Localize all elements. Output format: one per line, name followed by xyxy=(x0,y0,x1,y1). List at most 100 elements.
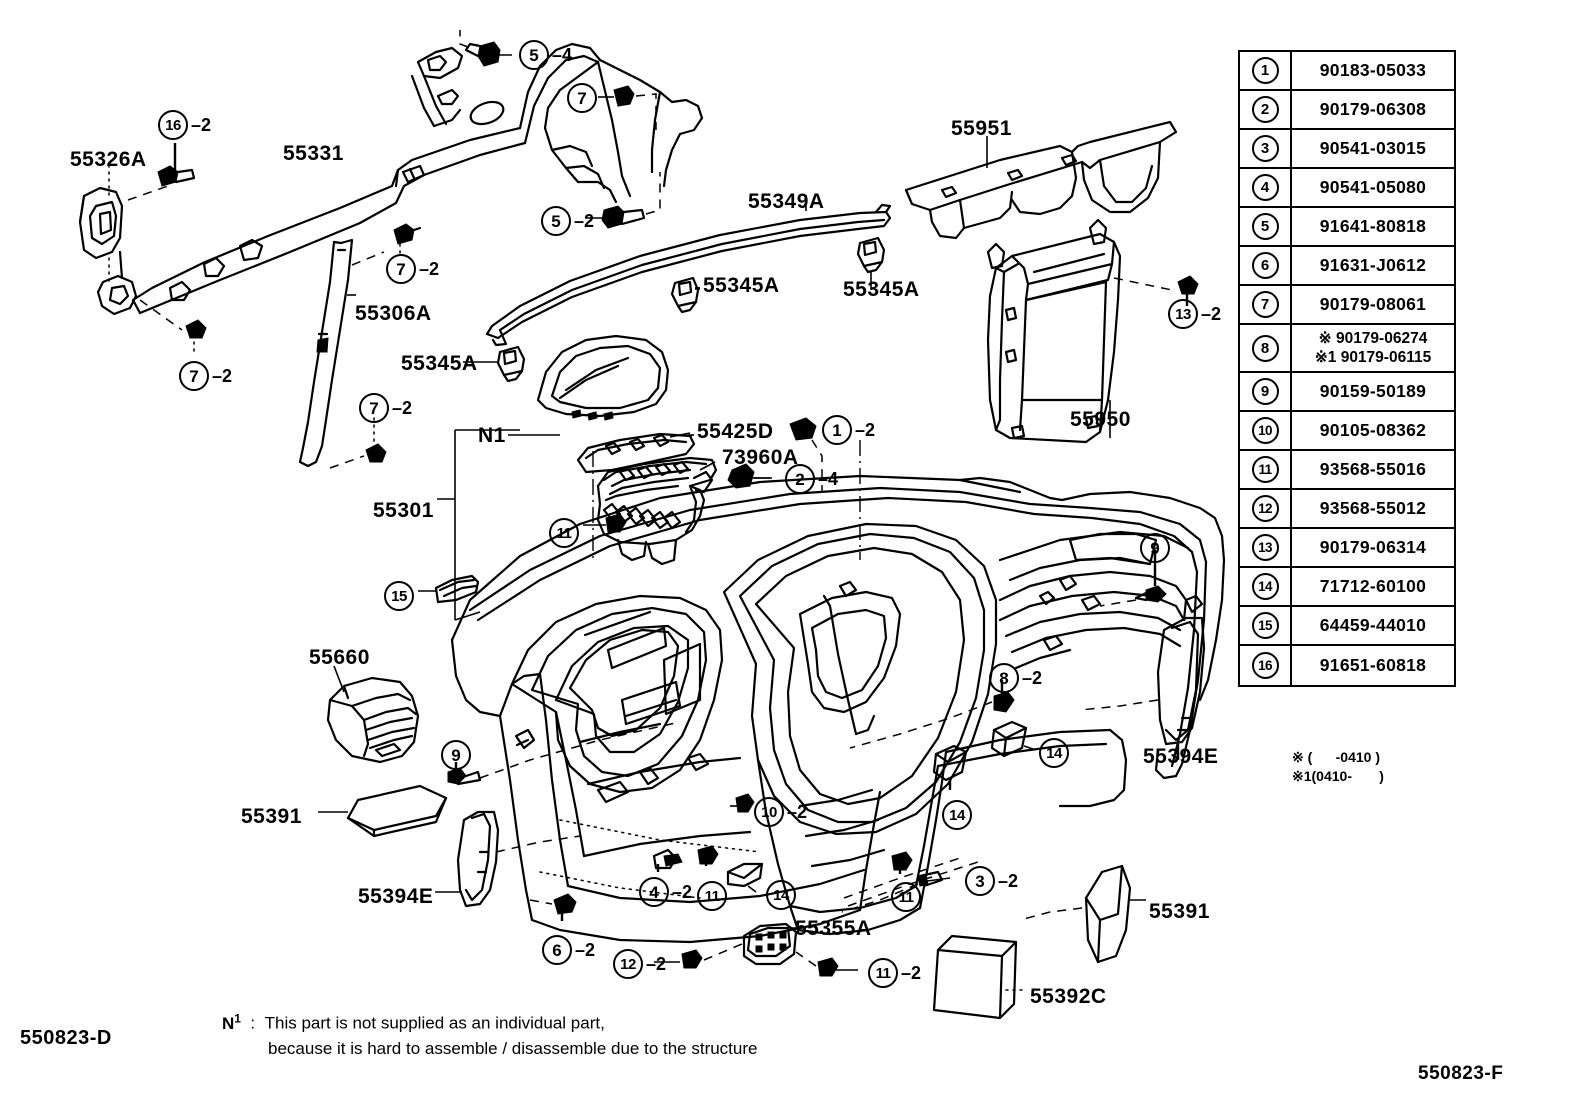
part-14-a xyxy=(992,722,1026,756)
callout-qty: –2 xyxy=(419,258,440,279)
dot-assembly-3 xyxy=(560,820,760,852)
fastener-9-b xyxy=(448,768,480,784)
part-55326A-bracket xyxy=(80,188,136,314)
fastener-6-2 xyxy=(554,894,576,914)
callout-qty: –2 xyxy=(855,419,876,440)
row-number: 2 xyxy=(1251,96,1279,123)
part-label-55349A: 55349A xyxy=(748,190,825,213)
dash-5-2 xyxy=(646,172,660,214)
callout-7-top: 7 xyxy=(567,83,600,113)
callout-number: 10 xyxy=(754,797,784,827)
part-label-55306A: 55306A xyxy=(355,302,432,325)
row-number: 11 xyxy=(1251,456,1279,483)
part-14-b xyxy=(934,746,966,780)
callout-14-b: 14 xyxy=(942,800,975,830)
part-number: 90105-08362 xyxy=(1319,420,1427,440)
callout-12-2: 12–2 xyxy=(613,949,666,979)
fastener-11-b xyxy=(698,846,718,864)
row-partno-cell: 90179-08061 xyxy=(1292,286,1454,323)
callout-number: 4 xyxy=(639,877,669,907)
part-55425D-louver xyxy=(578,434,694,472)
fastener-13 xyxy=(1178,276,1198,294)
part-55355A xyxy=(744,924,796,964)
row-index-cell: 4 xyxy=(1240,169,1292,206)
callout-1-2: 1–2 xyxy=(822,415,875,445)
n1-note-colon: : xyxy=(245,1013,265,1033)
callout-number: 7 xyxy=(359,393,389,423)
part-label-55391-1: 55391 xyxy=(241,805,302,828)
part-number: 93568-55012 xyxy=(1319,498,1427,518)
callout-number: 9 xyxy=(441,740,471,770)
part-label-55345A-2: 55345A xyxy=(843,278,920,301)
callout-11-c: 11 xyxy=(891,882,924,912)
row-partno-cell: ※ 90179-06274※1 90179-06115 xyxy=(1292,325,1454,371)
callout-qty: –4 xyxy=(818,468,839,489)
table-row: 8※ 90179-06274※1 90179-06115 xyxy=(1240,325,1454,373)
callout-number: 7 xyxy=(567,83,597,113)
callout-qty: –4 xyxy=(552,44,573,65)
part-number: 71712-60100 xyxy=(1319,576,1427,596)
part-15-clip xyxy=(436,576,478,602)
part-label-55301: 55301 xyxy=(373,499,434,522)
callout-number: 14 xyxy=(1039,738,1069,768)
row-number: 1 xyxy=(1251,57,1279,84)
callout-qty: –2 xyxy=(646,953,667,974)
table-footnote: ※ ( -0410 ) ※1(0410- ) xyxy=(1292,749,1384,784)
row-number: 15 xyxy=(1251,612,1279,639)
part-number: 90541-03015 xyxy=(1319,138,1427,158)
callout-7-2-b: 7–2 xyxy=(179,361,232,391)
dash-9-a xyxy=(1100,600,1136,606)
dash-7-top xyxy=(636,94,656,130)
callout-number: 5 xyxy=(541,206,571,236)
fastener-4-2 xyxy=(654,850,682,868)
row-number: 16 xyxy=(1251,652,1279,679)
callout-14-a: 14 xyxy=(1039,738,1072,768)
callout-7-2-c: 7–2 xyxy=(359,393,412,423)
part-55394E-right xyxy=(1158,618,1204,744)
fastener-8-2 xyxy=(994,692,1014,712)
dash-11-2 xyxy=(796,952,816,966)
clip-55345A-2 xyxy=(858,238,884,272)
part-number: 90183-05033 xyxy=(1319,60,1427,80)
callout-number: 16 xyxy=(158,110,188,140)
row-number: 4 xyxy=(1251,174,1279,201)
part-number: ※ 90179-06274 xyxy=(1318,330,1428,347)
callout-number: 14 xyxy=(942,800,972,830)
part-label-55345A-3: 55345A xyxy=(401,352,478,375)
row-index-cell: 10 xyxy=(1240,412,1292,449)
row-index-cell: 11 xyxy=(1240,451,1292,488)
dash-13 xyxy=(1114,278,1172,290)
part-label-55392C: 55392C xyxy=(1030,985,1107,1008)
callout-11-b: 11 xyxy=(697,881,730,911)
diagram-code-right: 550823-F xyxy=(1418,1063,1504,1084)
callout-number: 6 xyxy=(542,935,572,965)
part-number: 90179-08061 xyxy=(1319,294,1427,314)
callout-5-4: 5–4 xyxy=(519,40,572,70)
part-number: 91631-J0612 xyxy=(1319,255,1427,275)
part-55394E-left xyxy=(458,812,498,906)
dash-8-2 xyxy=(850,702,992,748)
row-index-cell: 13 xyxy=(1240,529,1292,566)
part-number: 64459-44010 xyxy=(1319,615,1427,635)
table-row: 2 90179-06308 xyxy=(1240,91,1454,130)
fastener-11-2 xyxy=(818,958,838,976)
part-73960A-airbag xyxy=(598,458,716,564)
part-number: 91651-60818 xyxy=(1319,655,1427,675)
row-number: 13 xyxy=(1251,534,1279,561)
part-label-55425D: 55425D xyxy=(697,420,774,443)
part-label-55394E-2: 55394E xyxy=(1143,745,1219,768)
row-index-cell: 12 xyxy=(1240,490,1292,527)
row-partno-cell: 90179-06308 xyxy=(1292,91,1454,128)
dash-55391-right xyxy=(1020,908,1082,920)
clip-55345A-3 xyxy=(498,347,524,381)
row-index-cell: 14 xyxy=(1240,568,1292,605)
dash-7-to-55306A xyxy=(352,252,384,265)
row-index-cell: 15 xyxy=(1240,607,1292,644)
callout-number: 11 xyxy=(891,882,921,912)
callout-11-a: 11 xyxy=(549,518,582,548)
row-index-cell: 5 xyxy=(1240,208,1292,245)
callout-9-a: 9 xyxy=(1140,533,1173,563)
